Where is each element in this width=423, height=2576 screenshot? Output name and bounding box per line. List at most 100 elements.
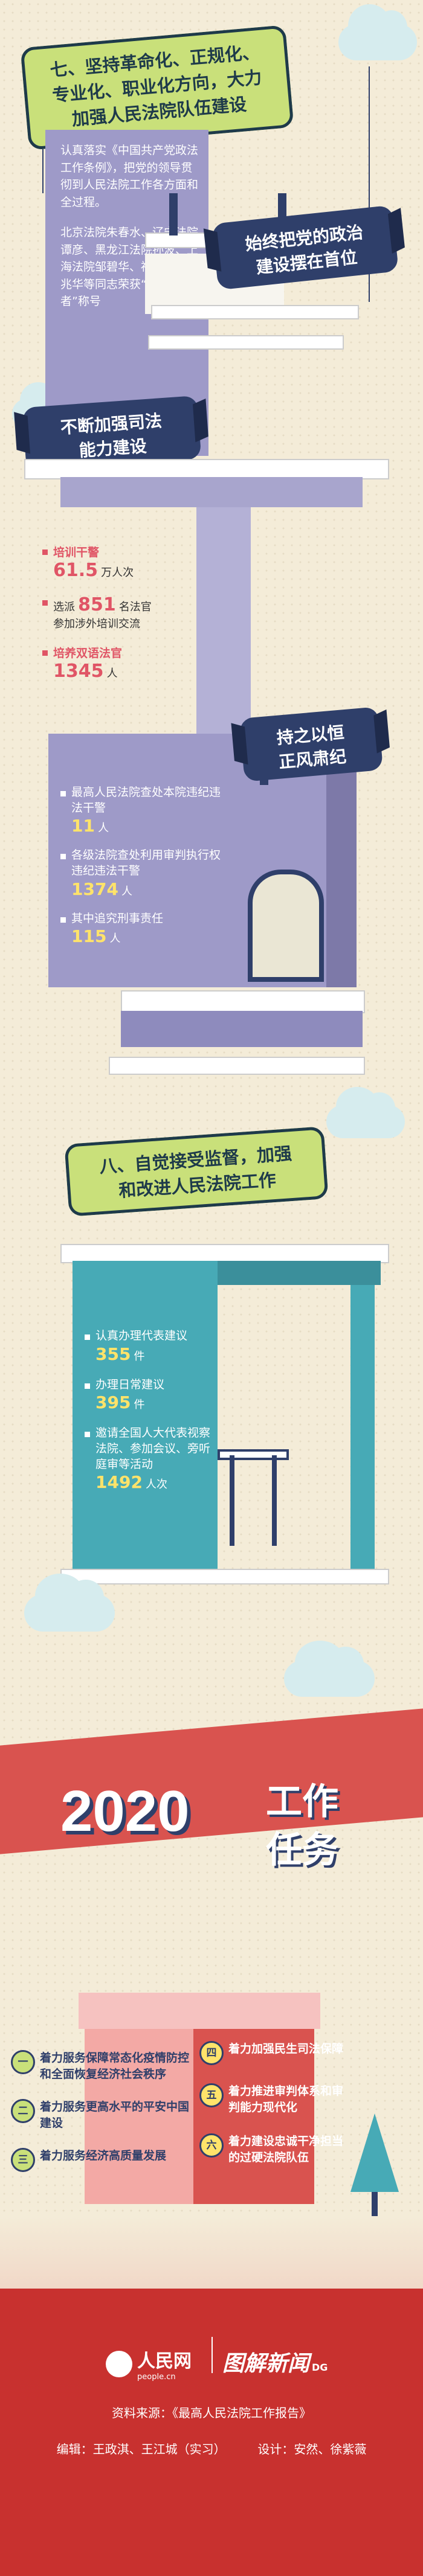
upper-platform-beam	[60, 477, 363, 507]
stat-label: 其中追究刑事责任	[71, 911, 164, 925]
brand-name: 图解新闻	[222, 2351, 310, 2376]
credits: 编辑：王政淇、王江城（实习） 设计：安然、徐紫薇	[0, 2440, 423, 2457]
stat-npc-visits: 邀请全国人大代表视察法院、参加会议、旁听庭审等活动 1492 人次	[85, 1426, 212, 1492]
stat-unit: 人	[106, 667, 118, 680]
logo-main: 人民网	[137, 2351, 192, 2372]
task-text: 着力服务保障常态化疫情防控和全面恢复经济社会秩序	[40, 2051, 190, 2081]
teal-building	[73, 1261, 218, 1569]
stat-unit: 人	[121, 885, 133, 898]
arch-doorway	[248, 870, 324, 982]
year-label: 2020	[60, 1779, 190, 1844]
brand-suffix: DG	[312, 2362, 328, 2373]
intro-text: 认真落实《中国共产党政法工作条例》，把党的领导贯彻到人民法院工作各方面和全过程。	[60, 144, 199, 209]
stat-unit: 人	[98, 822, 109, 835]
stat-label: 培养双语法官	[53, 647, 123, 660]
tasks-title: 工作	[266, 1781, 338, 1823]
task-text: 着力推进审判体系和审判能力现代化	[228, 2084, 344, 2114]
tasks-right-list: 四 着力加强民生司法保障 五 着力推进审判体系和审判能力现代化 六 着力建设忠诚…	[199, 2041, 350, 2165]
bullet-icon	[85, 1383, 90, 1389]
stat-all-courts: 各级法院查处利用审判执行权违纪违法干警 1374 人	[60, 848, 224, 899]
shelf-platform	[148, 335, 344, 350]
stat-label: 培训干警	[53, 546, 100, 559]
stat-value: 395	[95, 1392, 131, 1413]
stats8-list: 认真办理代表建议 355 件 办理日常建议 395 件 邀请全国人大代表视察法院…	[85, 1328, 212, 1492]
stat-value: 11	[71, 816, 95, 836]
task-item: 二 着力服务更高水平的平安中国建设	[11, 2099, 192, 2131]
stat-value: 851	[78, 594, 116, 615]
tag-political: 始终把党的政治 建设摆在首位	[212, 205, 399, 290]
guide-line	[369, 66, 370, 302]
cloud-decoration	[284, 1641, 375, 1697]
lower-platform	[109, 1057, 365, 1075]
stat-label: 最高人民法院查处本院违纪违法干警	[71, 786, 221, 815]
brand-logo: 图解新闻 DG	[222, 2346, 328, 2377]
footer: 人民网 people.cn 图解新闻 DG 资料来源：《最高人民法院工作报告》 …	[0, 2289, 423, 2576]
logo-sub: people.cn	[137, 2373, 176, 2382]
bullet-icon	[42, 549, 48, 555]
source-text: 资料来源：《最高人民法院工作报告》	[112, 2406, 311, 2420]
task-item: 三 着力服务经济高质量发展	[11, 2148, 192, 2173]
bullet-icon	[42, 600, 48, 606]
stat-value: 61.5	[53, 560, 98, 581]
task-number: 三	[11, 2148, 35, 2173]
stat-value: 355	[95, 1344, 131, 1364]
stat-selection: 选派 851 名法官 参加涉外培训交流	[42, 594, 187, 631]
arch-building-side	[326, 749, 357, 987]
stat-label: 选派	[53, 601, 75, 614]
people-logo: 人民网 people.cn	[106, 2346, 192, 2382]
task-number: 四	[199, 2041, 224, 2065]
ground	[0, 2216, 423, 2289]
railing-post	[272, 1455, 277, 1546]
task-number: 二	[11, 2099, 35, 2124]
lower-platform	[121, 990, 365, 1013]
teal-beam	[218, 1261, 381, 1285]
center-column	[196, 507, 251, 749]
teal-column	[350, 1285, 375, 1569]
stat-deputy-proposals: 认真办理代表建议 355 件	[85, 1328, 212, 1364]
credits-edit: 编辑：王政淇、王江城（实习）	[56, 2442, 226, 2456]
task-item: 六 着力建设忠诚干净担当的过硬法院队伍	[199, 2133, 350, 2165]
stat-unit: 万人次	[101, 566, 134, 579]
shelf-platform	[151, 305, 359, 319]
stat-criminal: 其中追究刑事责任 115 人	[60, 911, 224, 947]
bullet-icon	[42, 650, 48, 656]
upper-platform	[24, 459, 389, 479]
people-logo-icon	[106, 2350, 132, 2377]
pillar	[169, 193, 178, 235]
bullet-icon	[85, 1334, 90, 1340]
stat-unit: 人	[109, 932, 121, 946]
bullet-icon	[60, 791, 66, 796]
stat-label: 邀请全国人大代表视察法院、参加会议、旁听庭审等活动	[95, 1426, 211, 1471]
stat-training: 培训干警 61.5 万人次	[42, 543, 187, 581]
stat-value: 115	[71, 926, 107, 947]
tag-discipline: 持之以恒 正风肃纪	[239, 706, 384, 782]
task-text: 着力服务更高水平的平安中国建设	[40, 2100, 190, 2130]
stat-label: 认真办理代表建议	[95, 1329, 188, 1342]
task-text: 着力服务经济高质量发展	[40, 2149, 167, 2163]
stat-supreme: 最高人民法院查处本院违纪违法干警 11 人	[60, 785, 224, 836]
stat-unit: 件	[134, 1350, 145, 1363]
task-item: 五 着力推进审判体系和审判能力现代化	[199, 2083, 350, 2115]
task-item: 一 着力服务保障常态化疫情防控和全面恢复经济社会秩序	[11, 2050, 192, 2082]
stat-value: 1374	[71, 879, 118, 899]
stat-label: 名法官	[118, 601, 152, 614]
bullet-icon	[85, 1432, 90, 1438]
stat-unit: 件	[134, 1399, 145, 1412]
section8-title: 八、自觉接受监督，加强 和改进人民法院工作	[64, 1126, 329, 1217]
tasks-left-list: 一 着力服务保障常态化疫情防控和全面恢复经济社会秩序 二 着力服务更高水平的平安…	[11, 2050, 192, 2173]
cloud-decoration	[338, 4, 417, 60]
stat-value: 1492	[95, 1472, 143, 1493]
stat-label: 各级法院查处利用审判执行权违纪违法干警	[71, 848, 221, 877]
teal-base	[60, 1569, 389, 1584]
box-lid	[79, 1993, 320, 2029]
bullet-icon	[60, 854, 66, 860]
stat-label: 参加涉外培训交流	[53, 618, 140, 630]
task-text: 着力建设忠诚干净担当的过硬法院队伍	[228, 2135, 344, 2164]
cloud-decoration	[24, 1573, 115, 1632]
task-item: 四 着力加强民生司法保障	[199, 2041, 350, 2065]
cloud-decoration	[326, 1086, 405, 1138]
tasks-title: 任务	[266, 1829, 338, 1871]
stat-value: 1345	[53, 661, 104, 682]
lower-platform-beam	[121, 1011, 363, 1047]
